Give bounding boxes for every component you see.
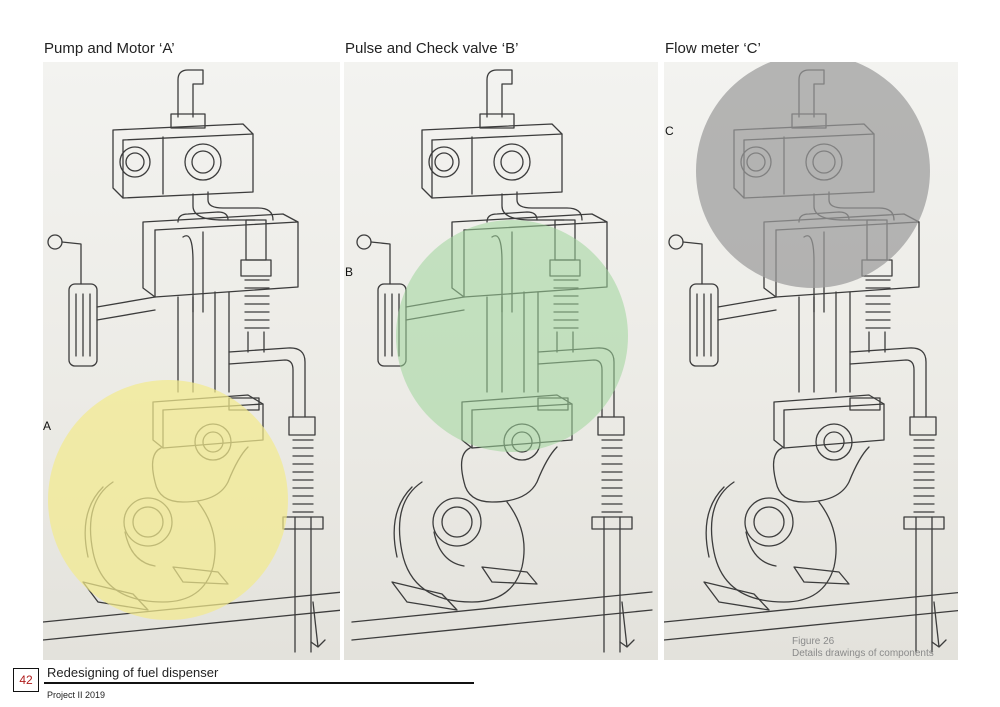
highlight-circle-a: [48, 380, 288, 620]
marker-c: C: [665, 124, 674, 138]
panel-heading-pulse-check-valve: Pulse and Check valve ‘B’: [345, 40, 519, 57]
project-label: Project II 2019: [47, 690, 106, 700]
page-number: 42: [13, 668, 39, 692]
marker-b: B: [345, 265, 354, 279]
panel-heading-pump-motor: Pump and Motor ‘A’: [44, 40, 175, 57]
footer-divider: [44, 682, 474, 684]
marker-a: A: [43, 419, 52, 433]
sketch-panel-c: [664, 62, 958, 660]
figure-caption: Figure 26 Details drawings of components: [792, 636, 934, 660]
figure-description: Details drawings of components: [792, 648, 934, 659]
sketch-panel-a: [43, 62, 340, 660]
highlight-circle-c: [696, 62, 930, 288]
figure-number: Figure 26: [792, 636, 835, 647]
highlight-circle-b: [396, 220, 628, 452]
sketch-panel-b: [344, 62, 658, 660]
document-title: Redesigning of fuel dispenser: [47, 665, 219, 680]
panel-heading-flow-meter: Flow meter ‘C’: [665, 40, 761, 57]
